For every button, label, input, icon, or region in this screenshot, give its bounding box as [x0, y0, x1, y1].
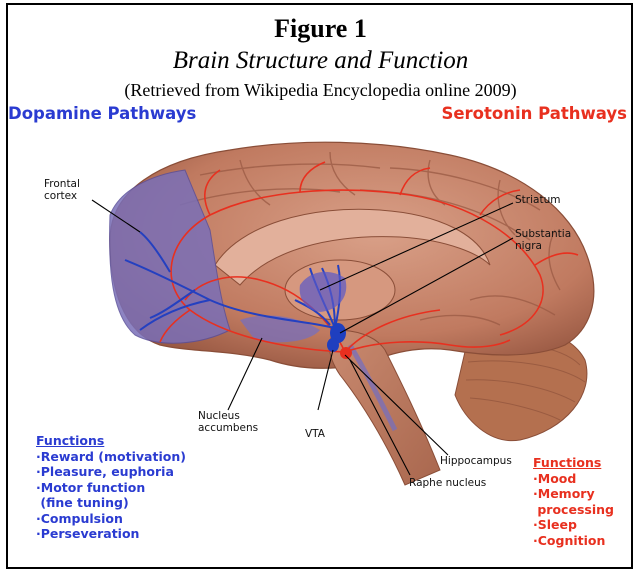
serotonin-function-item: ·Sleep: [533, 517, 614, 533]
raphe-nucleus-dot: [340, 347, 352, 359]
label-frontal-cortex-line1: Frontal: [44, 178, 80, 190]
serotonin-function-item: ·Mood: [533, 471, 614, 487]
label-raphe-nucleus: Raphe nucleus: [409, 477, 486, 489]
label-nucleus-accumbens-line2: accumbens: [198, 422, 258, 434]
serotonin-function-item: processing: [533, 502, 614, 518]
dopamine-function-item: ·Perseveration: [36, 526, 186, 542]
dopamine-functions-heading: Functions: [36, 433, 186, 449]
label-hippocampus: Hippocampus: [440, 455, 512, 467]
serotonin-functions: Functions ·Mood ·Memory processing ·Slee…: [533, 455, 614, 548]
label-striatum: Striatum: [515, 194, 560, 206]
serotonin-function-item: ·Cognition: [533, 533, 614, 549]
label-nucleus-accumbens: Nucleus accumbens: [198, 410, 258, 434]
serotonin-function-item: ·Memory: [533, 486, 614, 502]
label-frontal-cortex-line2: cortex: [44, 190, 77, 202]
dopamine-function-item: ·Compulsion: [36, 511, 186, 527]
dopamine-function-item: ·Reward (motivation): [36, 449, 186, 465]
label-substantia-nigra: Substantia nigra: [515, 228, 571, 252]
label-vta: VTA: [305, 428, 325, 440]
vta-dot: [327, 338, 339, 352]
dopamine-function-item: ·Motor function: [36, 480, 186, 496]
label-frontal-cortex: Frontal cortex: [44, 178, 80, 202]
dopamine-functions: Functions ·Reward (motivation) ·Pleasure…: [36, 433, 186, 542]
dopamine-function-item: (fine tuning): [36, 495, 186, 511]
label-substantia-nigra-line2: nigra: [515, 240, 542, 252]
label-nucleus-accumbens-line1: Nucleus: [198, 410, 240, 422]
label-substantia-nigra-line1: Substantia: [515, 228, 571, 240]
dopamine-function-item: ·Pleasure, euphoria: [36, 464, 186, 480]
serotonin-functions-heading: Functions: [533, 455, 614, 471]
